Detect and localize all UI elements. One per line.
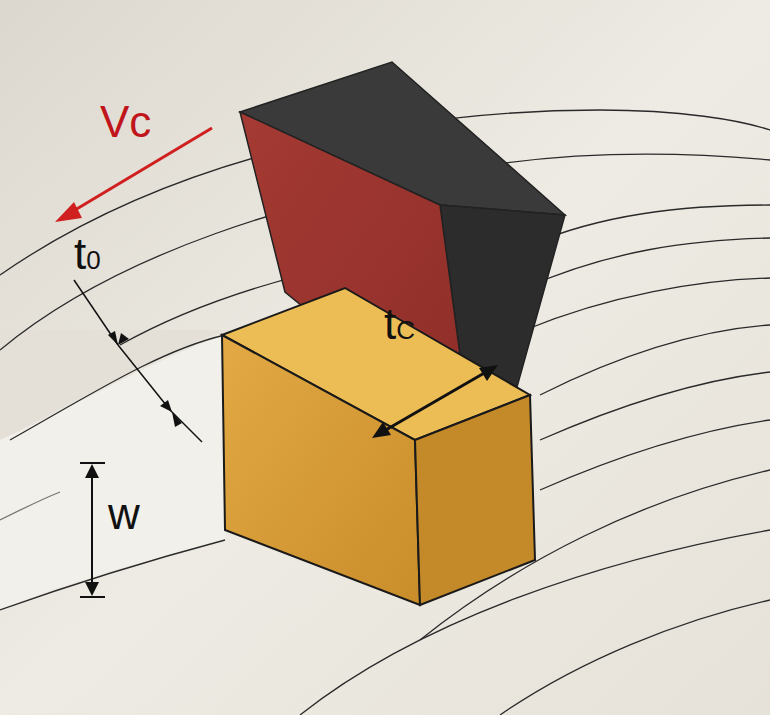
dimension-label: tC xyxy=(384,302,415,346)
dimension-label: t0 xyxy=(74,232,101,276)
dimension-label: w xyxy=(108,492,140,536)
velocity-label: Vc xyxy=(100,100,151,144)
